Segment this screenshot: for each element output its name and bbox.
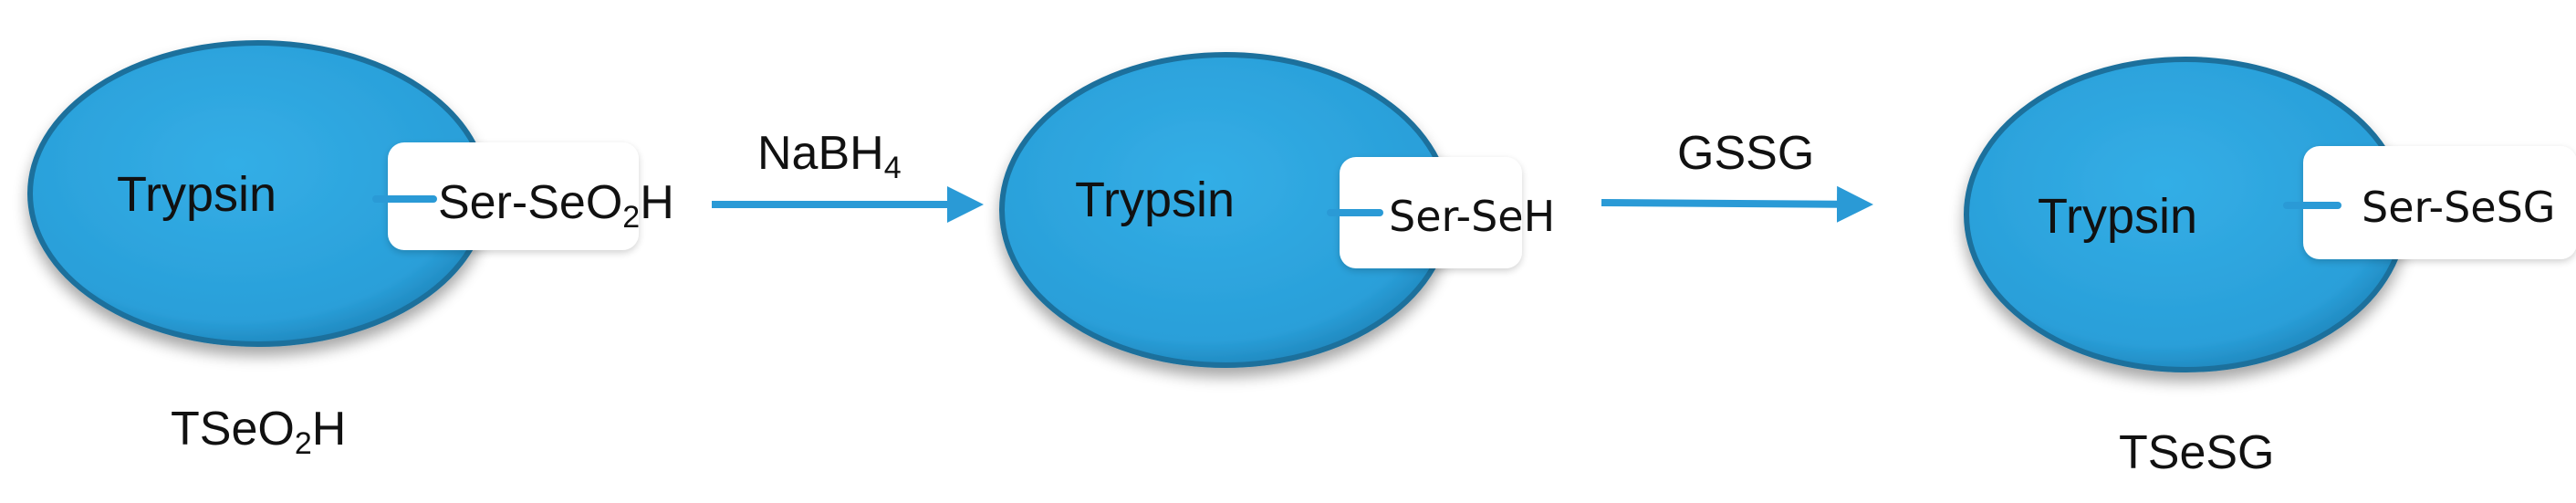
reagent-label-1: NaBH4 xyxy=(757,127,902,185)
enzyme-label-3: Trypsin xyxy=(2038,189,2198,244)
group-box-3 xyxy=(2303,146,2576,259)
enzyme-state-2 xyxy=(999,52,1522,368)
enzyme-state-3 xyxy=(1964,57,2576,372)
group-label-2: Ser-SeH xyxy=(1389,192,1556,241)
group-label-3: Ser-SeSG xyxy=(2362,183,2556,232)
reaction-arrow-2 xyxy=(1601,185,1873,223)
enzyme-state-1 xyxy=(27,40,639,347)
group-box-1 xyxy=(388,142,639,250)
reagent-label-2: GSSG xyxy=(1677,127,1815,180)
enzyme-label-2: Trypsin xyxy=(1075,173,1236,227)
caption-1: TSeO2H xyxy=(171,403,347,461)
enzyme-label-1: Trypsin xyxy=(117,167,277,222)
caption-3: TSeSG xyxy=(2119,426,2275,479)
group-label-1: Ser-SeO2H xyxy=(438,176,674,235)
group-box-2 xyxy=(1340,157,1522,268)
